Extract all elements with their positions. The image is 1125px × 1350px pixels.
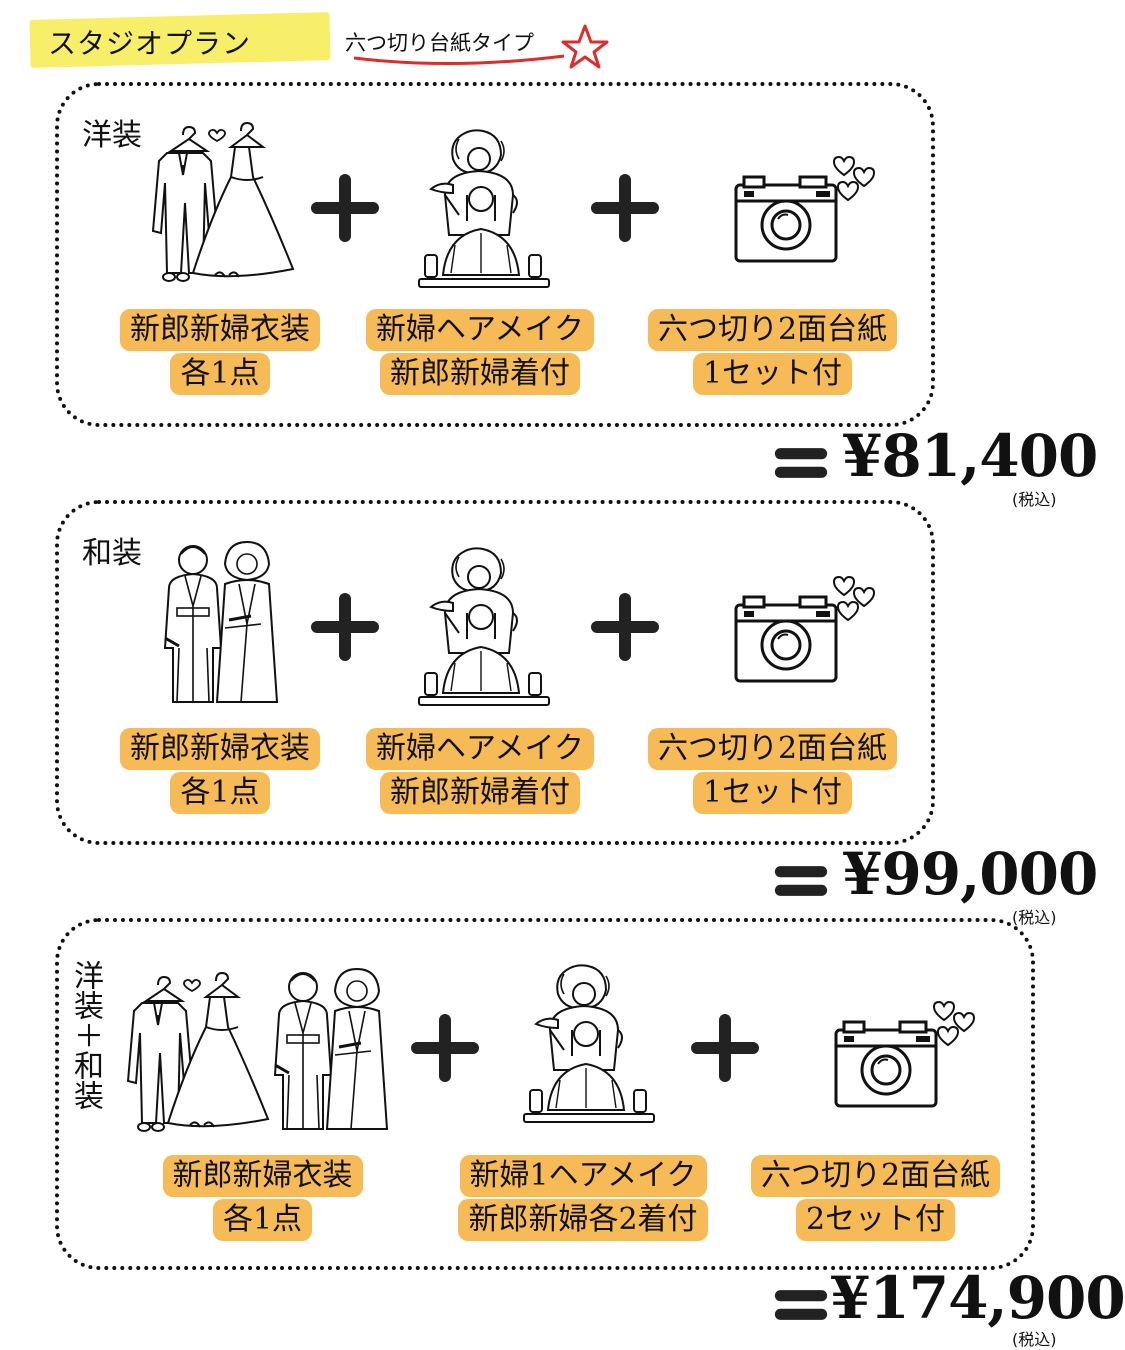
page-subtitle: 六つ切り台紙タイプ — [345, 31, 534, 55]
plan-card-western — [55, 82, 935, 427]
item-hair-makeup: 新婦ヘアメイク新郎新婦着付 — [345, 727, 615, 815]
western-wedding-attire-icon — [145, 115, 295, 285]
item-attire: 新郎新婦衣装各1点 — [100, 727, 340, 815]
hair-makeup-icon — [415, 125, 555, 295]
plan-label: 洋装＋和装 — [68, 960, 103, 1110]
hair-makeup-icon — [520, 960, 660, 1130]
star-icon — [561, 24, 609, 69]
japanese-wedding-attire-icon — [265, 965, 395, 1135]
equals-icon — [773, 862, 829, 900]
equals-icon — [773, 1286, 829, 1324]
hair-makeup-icon — [415, 543, 555, 713]
plus-icon — [685, 1008, 765, 1088]
tax-note: (税込) — [1012, 490, 1057, 509]
heart-icon — [836, 180, 860, 202]
item-attire: 新郎新婦衣装各1点 — [100, 308, 340, 396]
page-title: スタジオプラン — [48, 27, 252, 60]
item-hair-makeup: 新婦1ヘアメイク新郎新婦各2着付 — [438, 1154, 728, 1242]
heart-icon — [836, 600, 860, 622]
plan-card-combo — [55, 918, 1035, 1270]
tax-note: (税込) — [1012, 908, 1057, 927]
plus-icon — [305, 168, 385, 248]
plan-price: ¥99,000 — [842, 840, 1098, 908]
plan-label: 和装 — [82, 536, 142, 571]
plus-icon — [585, 168, 665, 248]
item-hair-makeup: 新婦ヘアメイク新郎新婦着付 — [345, 308, 615, 396]
equals-icon — [773, 444, 829, 482]
plan-card-japanese — [55, 500, 935, 845]
western-wedding-attire-icon — [120, 965, 270, 1135]
subtitle-underline — [353, 54, 565, 66]
item-attire: 新郎新婦衣装各1点 — [140, 1154, 385, 1242]
japanese-wedding-attire-icon — [155, 538, 285, 708]
plus-icon — [305, 587, 385, 667]
plan-price: ¥174,900 — [830, 1264, 1125, 1332]
heart-icon — [936, 1025, 960, 1047]
plus-icon — [405, 1008, 485, 1088]
plan-price: ¥81,400 — [842, 422, 1098, 490]
plus-icon — [585, 587, 665, 667]
tax-note: (税込) — [1012, 1330, 1057, 1349]
plan-label: 洋装 — [82, 118, 142, 153]
